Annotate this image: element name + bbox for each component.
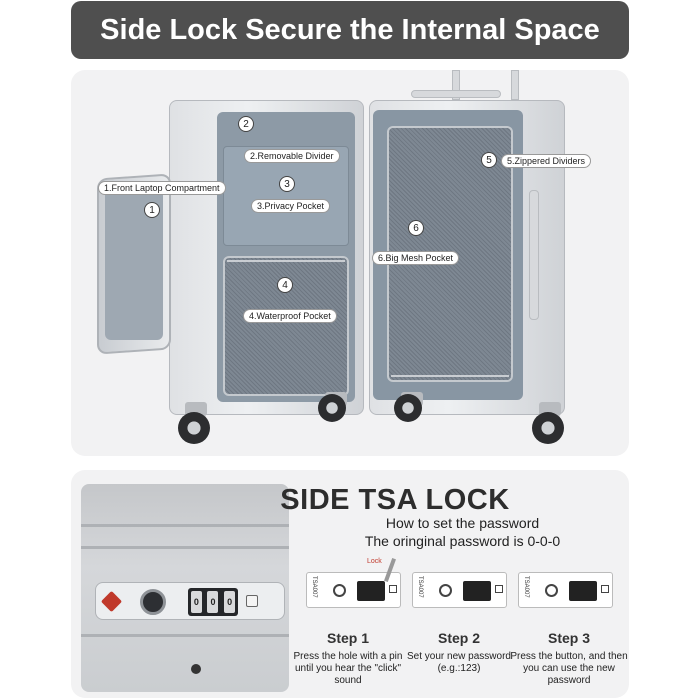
keyhole-icon <box>439 584 452 597</box>
wheel <box>394 394 422 422</box>
title-banner: Side Lock Secure the Internal Space <box>71 1 629 59</box>
latch-icon <box>191 664 201 674</box>
mesh-zipper <box>391 375 509 377</box>
step-2-text: Set your new password (e.g.:123) <box>407 651 511 674</box>
tsa-mini-label: TSA007 <box>523 576 529 598</box>
lock-tag: Lock <box>367 558 382 565</box>
suitcase-interior-illustration: 1 2 3 4 5 6 1.Front Laptop Compartment 2… <box>71 70 629 456</box>
marker-4: 4 <box>277 277 293 293</box>
banner-title: Side Lock Secure the Internal Space <box>100 13 600 46</box>
button-icon <box>601 585 609 593</box>
combination-dials: 0 0 0 <box>188 588 238 616</box>
dial: 0 <box>190 591 202 613</box>
shell-groove <box>81 524 289 527</box>
handle-left-rod <box>452 70 460 100</box>
step-1-text: Press the hole with a pin until you hear… <box>293 651 403 686</box>
handle-grip <box>411 90 501 98</box>
side-handle <box>529 190 539 320</box>
tsa-lock-section: 0 0 0 <box>71 470 629 698</box>
dial: 0 <box>207 591 219 613</box>
step-3-text: Press the button, and then you can use t… <box>510 651 628 686</box>
lock-reset-button-icon <box>246 595 258 607</box>
keyhole-icon <box>333 584 346 597</box>
tsa-original-password: The oringinal password is 0-0-0 <box>364 533 561 549</box>
keyhole-icon <box>140 589 166 615</box>
handle-right-rod <box>511 70 519 100</box>
step-2-title: Step 2 <box>437 630 480 646</box>
tsa-mini-label: TSA007 <box>311 576 317 598</box>
shell-groove <box>81 546 289 549</box>
label-removable-divider: 2.Removable Divider <box>244 149 340 163</box>
pocket-zipper <box>227 260 345 262</box>
wheel <box>178 412 210 444</box>
step-1-title: Step 1 <box>326 630 369 646</box>
wheel <box>532 412 564 444</box>
marker-2: 2 <box>238 116 254 132</box>
marker-1: 1 <box>144 202 160 218</box>
label-zippered-dividers: 5.Zippered Dividers <box>501 154 592 168</box>
label-front-laptop-compartment: 1.Front Laptop Compartment <box>98 181 226 195</box>
tsa-subtitle: How to set the password <box>385 515 540 531</box>
marker-3: 3 <box>279 176 295 192</box>
tsa-lock-closeup: 0 0 0 <box>81 484 289 692</box>
tsa-title: SIDE TSA LOCK <box>280 484 510 516</box>
label-privacy-pocket: 3.Privacy Pocket <box>251 199 331 213</box>
step-3-lock-diagram: TSA007 <box>518 572 613 608</box>
tsa-diamond-icon <box>100 590 123 613</box>
button-icon <box>389 585 397 593</box>
step-2-lock-diagram: TSA007 <box>412 572 507 608</box>
lock-plate: 0 0 0 <box>95 582 285 620</box>
shell-groove <box>81 634 289 637</box>
dials-icon <box>357 581 385 601</box>
dials-icon <box>463 581 491 601</box>
button-icon <box>495 585 503 593</box>
dial: 0 <box>224 591 236 613</box>
label-waterproof-pocket: 4.Waterproof Pocket <box>243 309 337 323</box>
wheel <box>318 394 346 422</box>
dials-icon <box>569 581 597 601</box>
marker-5: 5 <box>481 152 497 168</box>
keyhole-icon <box>545 584 558 597</box>
step-3-title: Step 3 <box>547 630 590 646</box>
marker-6: 6 <box>408 220 424 236</box>
label-big-mesh-pocket: 6.Big Mesh Pocket <box>372 251 460 265</box>
tsa-mini-label: TSA007 <box>417 576 423 598</box>
